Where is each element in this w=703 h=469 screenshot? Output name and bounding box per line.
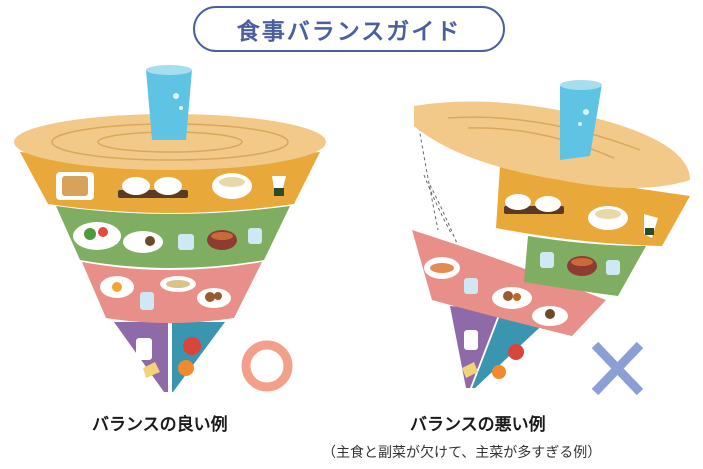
vegetable-layer: [56, 206, 290, 268]
page-title: 食事バランスガイド: [236, 19, 462, 45]
bad-side-dish-cup-icon: [540, 252, 554, 268]
good-example-top: [14, 65, 326, 395]
bad-orange-icon: [492, 365, 506, 379]
bad-rice-bowl-icon: [505, 194, 531, 210]
bad-protein-layer: [412, 230, 606, 336]
milk-cup-icon: [140, 292, 154, 310]
milk-glass-icon: [136, 338, 152, 360]
bad-water-cup-icon: [560, 84, 602, 160]
water-cup-icon: [146, 70, 192, 140]
good-example-caption: バランスの良い例: [92, 415, 228, 435]
bad-cross-mark: [591, 341, 644, 396]
side-dish-cup-icon: [178, 234, 194, 250]
salad-bowl-icon: [73, 222, 121, 250]
bad-top-disc: [414, 101, 690, 188]
protein-layer: [82, 262, 262, 323]
bad-example-top: [412, 80, 690, 388]
rice-bowl-icon: [122, 177, 150, 195]
bad-apple-icon: [508, 344, 524, 360]
orange-icon: [178, 360, 194, 376]
bad-example-note: （主食と副菜が欠けて、主菜が多すぎる例）: [322, 445, 602, 461]
vegetable-dish-icon: [123, 231, 163, 253]
cheese-icon: [143, 362, 160, 378]
bad-rice-bowl-icon-2: [535, 196, 561, 212]
bad-example-caption: バランスの悪い例: [410, 415, 546, 435]
title-pill: 食事バランスガイド: [193, 6, 505, 52]
rice-bowl-icon-2: [154, 177, 182, 195]
bad-milk-glass-icon: [464, 330, 478, 350]
bad-milk-cup-icon: [464, 278, 478, 294]
bad-milk-fruit-layer: [450, 306, 552, 388]
milk-fruit-layer: [112, 320, 227, 395]
apple-icon: [183, 337, 201, 355]
bad-cheese-icon: [462, 362, 478, 378]
good-circle-mark: [241, 340, 293, 392]
bad-greens-cup-icon: [606, 260, 620, 275]
greens-cup-icon: [248, 228, 262, 244]
bad-grain-layer: [496, 166, 690, 246]
grain-layer: [20, 152, 320, 213]
bad-vegetable-layer: [524, 236, 646, 296]
